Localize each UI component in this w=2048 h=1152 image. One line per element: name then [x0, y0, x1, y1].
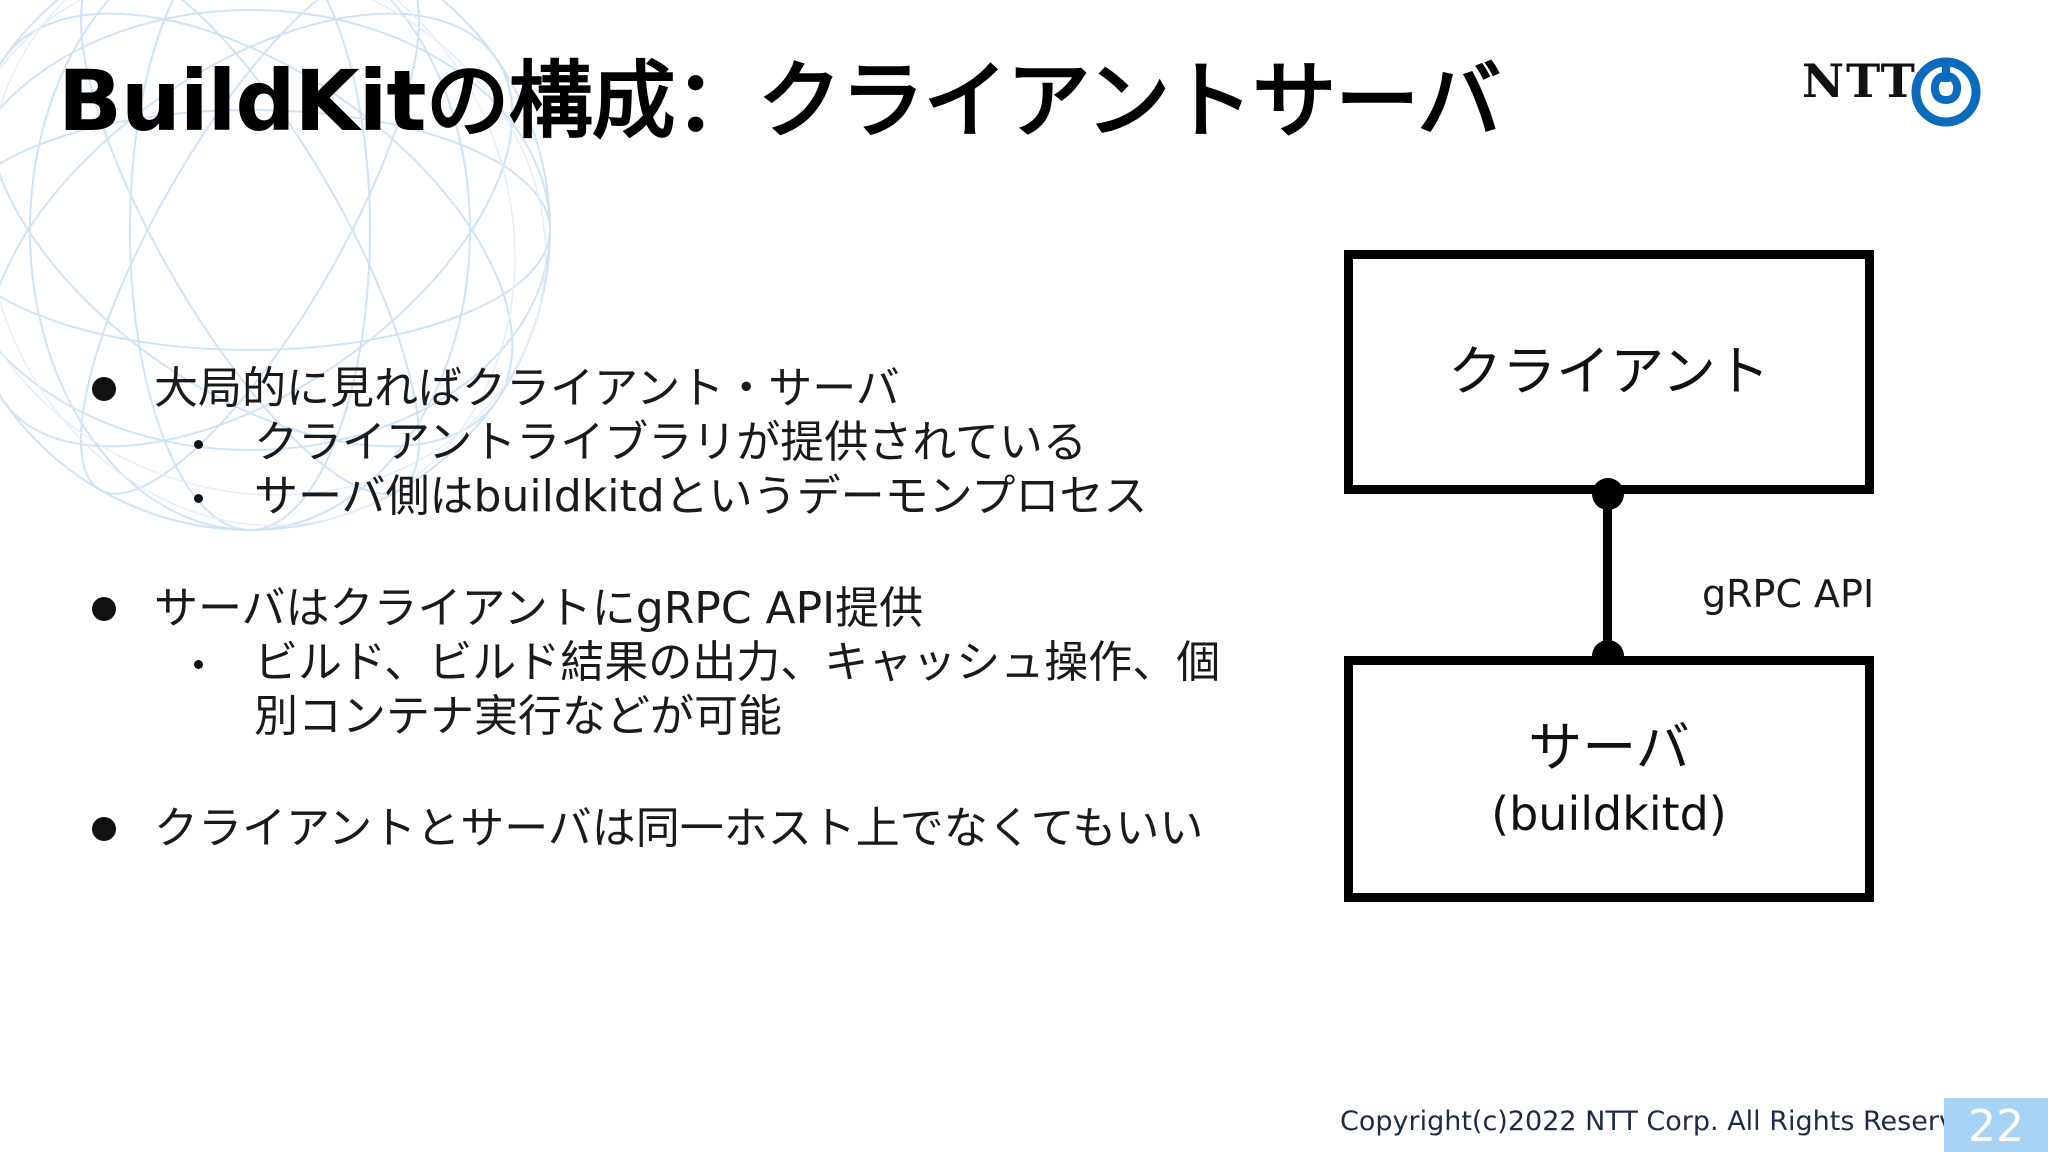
- sub-bullet-item: ビルド、ビルド結果の出力、キャッシュ操作、個別コンテナ実行などが可能: [88, 636, 1288, 744]
- bullet-list: 大局的に見ればクライアント・サーバ クライアントライブラリが提供されている サー…: [88, 362, 1288, 856]
- sub-bullet-text: ビルド、ビルド結果の出力、キャッシュ操作、個別コンテナ実行などが可能: [254, 637, 1221, 742]
- slide-title: BuildKitの構成：クライアントサーバ: [58, 52, 1501, 150]
- bullet-text: サーバはクライアントにgRPC API提供: [154, 583, 924, 634]
- bullet-text: クライアントとサーバは同一ホスト上でなくてもいい: [154, 803, 1204, 854]
- connector-node-top: [1592, 478, 1624, 510]
- connection-line: [1603, 496, 1612, 658]
- bullet-dot-icon: [92, 817, 116, 841]
- bullet-dot-icon: [92, 377, 116, 401]
- globe-background-decoration: [0, 0, 551, 531]
- sub-bullet-dot-icon: [194, 440, 203, 449]
- sub-bullet-item: クライアントライブラリが提供されている: [88, 416, 1288, 470]
- bullet-text: 大局的に見ればクライアント・サーバ: [154, 363, 900, 414]
- page-number: 22: [1944, 1098, 2048, 1152]
- logo-text: NTT: [1802, 54, 1917, 108]
- bullet-item: クライアントとサーバは同一ホスト上でなくてもいい: [88, 802, 1288, 856]
- ntt-logo: NTT: [1802, 48, 1996, 132]
- sub-bullet-item: サーバ側はbuildkitdというデーモンプロセス: [88, 470, 1288, 524]
- sub-bullet-text: サーバ側はbuildkitdというデーモンプロセス: [254, 471, 1148, 522]
- client-box: クライアント: [1344, 250, 1874, 494]
- bullet-item: 大局的に見ればクライアント・サーバ: [88, 362, 1288, 416]
- ntt-logo-mark-icon: [1911, 57, 1981, 127]
- bullet-dot-icon: [92, 597, 116, 621]
- connection-label: gRPC API: [1702, 572, 1875, 616]
- sub-bullet-dot-icon: [194, 494, 203, 503]
- bullet-item: サーバはクライアントにgRPC API提供: [88, 582, 1288, 636]
- client-label: クライアント: [1448, 340, 1770, 403]
- sub-bullet-dot-icon: [194, 660, 203, 669]
- server-sub-label: (buildkitd): [1491, 787, 1727, 841]
- server-box: サーバ (buildkitd): [1344, 656, 1874, 902]
- sub-bullet-text: クライアントライブラリが提供されている: [254, 417, 1087, 468]
- copyright-text: Copyright(c)2022 NTT Corp. All Rights Re…: [1340, 1106, 1998, 1137]
- architecture-diagram: クライアント gRPC API サーバ (buildkitd): [1340, 246, 1880, 912]
- server-label: サーバ: [1528, 716, 1690, 779]
